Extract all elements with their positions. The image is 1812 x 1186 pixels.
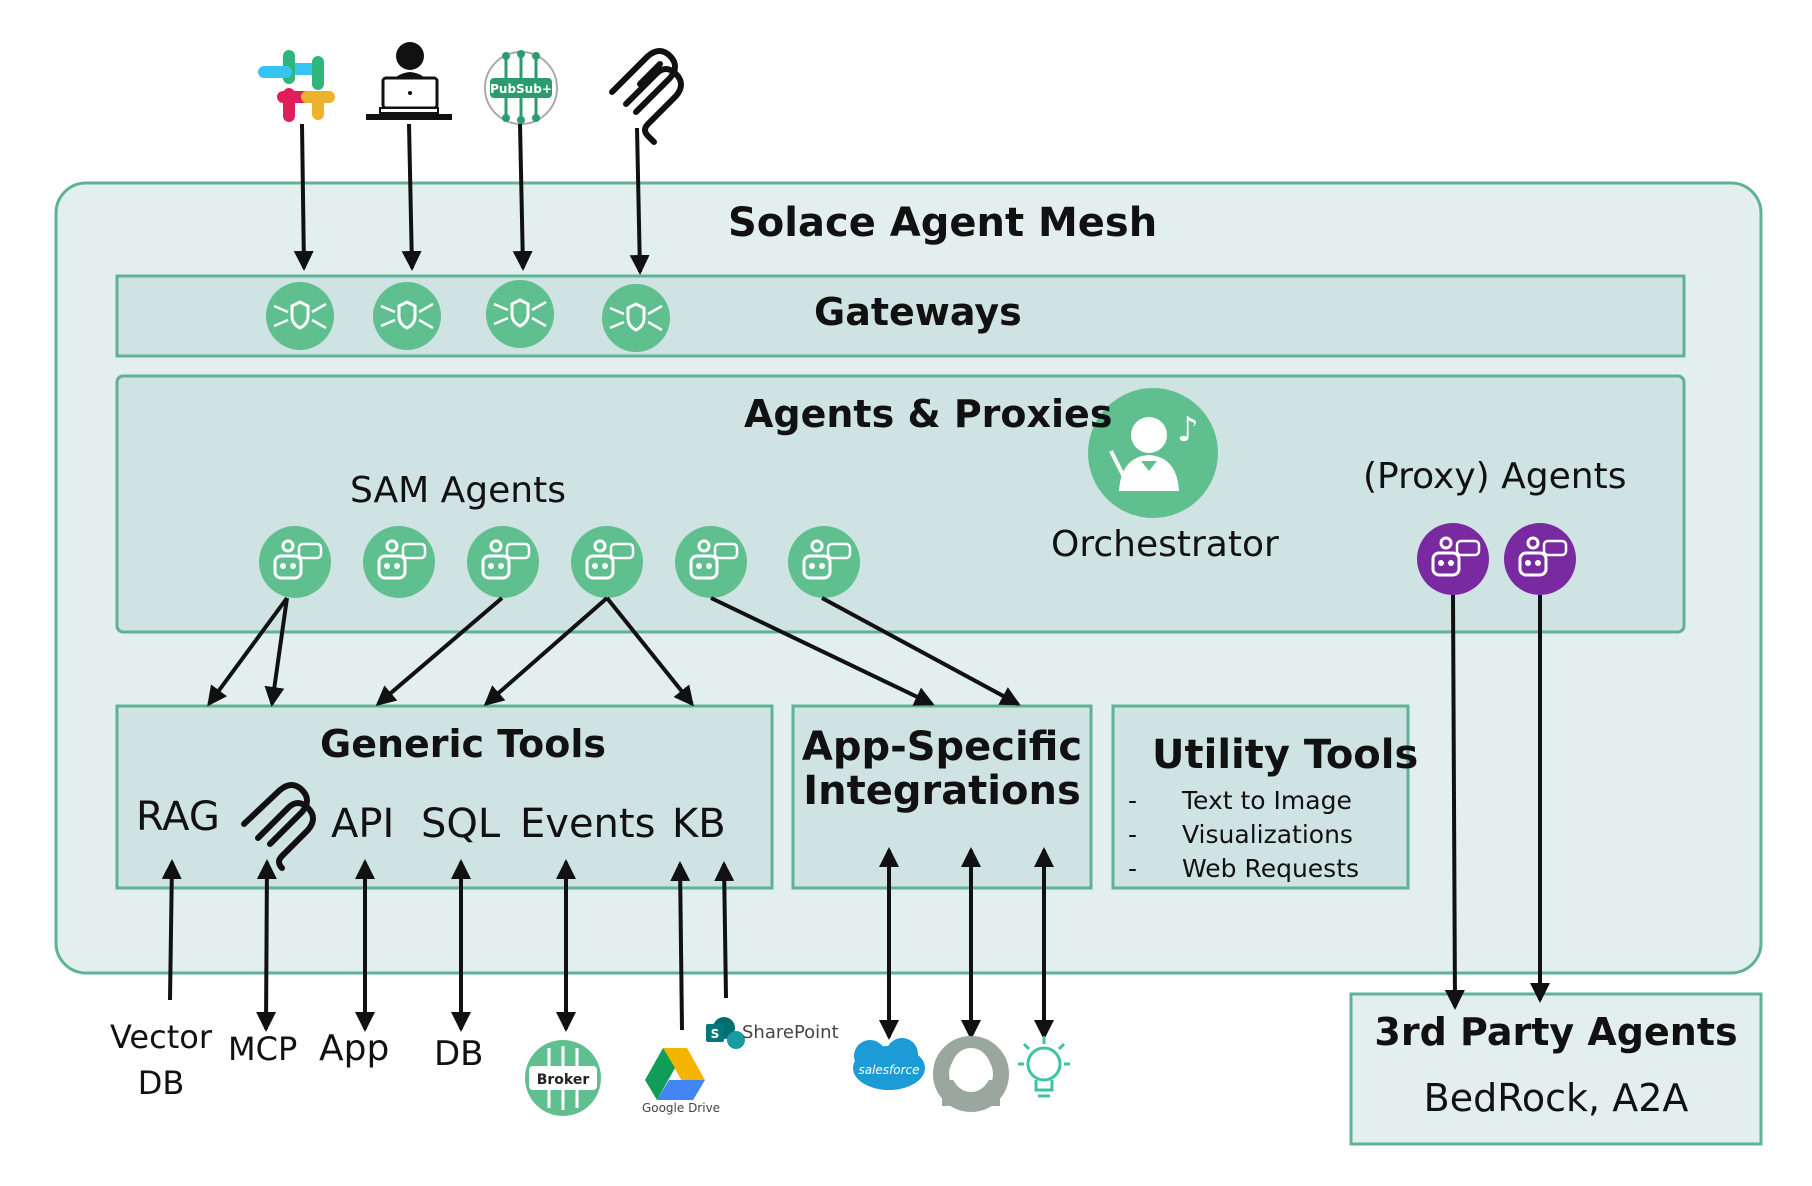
utility-bullet: - [1128, 820, 1138, 849]
ring-logo-icon [933, 1036, 1009, 1112]
broker-label: Broker [537, 1072, 590, 1088]
tool-data-arrows [161, 847, 1054, 1040]
gateway-icon [602, 284, 670, 352]
lightbulb-icon [1018, 1036, 1070, 1098]
gateway-icon [486, 280, 554, 348]
utility-item-text-to-image: Text to Image [1182, 786, 1352, 815]
broker-icon: Broker [525, 1040, 601, 1116]
db-label: DB [434, 1034, 484, 1074]
svg-text:♪: ♪ [1177, 410, 1199, 450]
tool-kb: KB [672, 801, 726, 847]
mcp-logo-icon [241, 782, 316, 871]
sam-agent-icon [675, 526, 747, 598]
app-specific-title-line1: App-Specific [801, 724, 1083, 770]
mesh-title: Solace Agent Mesh [728, 200, 1158, 246]
gateway-input-arrows [293, 123, 650, 275]
utility-bullet: - [1128, 854, 1138, 883]
sharepoint-label: SharePoint [742, 1022, 839, 1043]
salesforce-label: salesforce [858, 1063, 919, 1077]
sam-agent-icons [259, 526, 860, 598]
sam-agent-icon [467, 526, 539, 598]
third-party-title: 3rd Party Agents [1374, 1010, 1738, 1054]
utility-tools-panel [1111, 704, 1410, 890]
pubsub-icon: PubSub+ [484, 50, 558, 125]
app-label: App [319, 1028, 390, 1069]
mcp-label: MCP [228, 1030, 298, 1068]
google-drive-label: Google Drive [642, 1101, 720, 1115]
orchestrator-icon: ♪ [1088, 388, 1218, 518]
gateway-icon [266, 282, 334, 350]
vector-db-label-line1: Vector [110, 1018, 212, 1056]
sam-agents-label: SAM Agents [350, 470, 566, 511]
sam-agent-icon [571, 526, 643, 598]
sharepoint-icon: S [706, 1017, 745, 1049]
vector-db-label-line2: DB [137, 1064, 185, 1102]
slack-icon [258, 50, 335, 122]
tool-rag: RAG [136, 794, 220, 840]
sam-agent-icon [788, 526, 860, 598]
user-laptop-icon [366, 42, 452, 120]
agent-tool-arrows [207, 594, 1550, 1010]
utility-item-web-requests: Web Requests [1182, 854, 1360, 883]
google-drive-icon: Google Drive [642, 1048, 720, 1115]
utility-bullet: - [1128, 786, 1138, 815]
sam-agent-icon [363, 526, 435, 598]
gateways-title: Gateways [814, 290, 1022, 334]
generic-tools-title: Generic Tools [320, 722, 607, 766]
mcp-logo-top-icon [609, 48, 684, 145]
tool-sql: SQL [421, 801, 501, 847]
gateway-icons [266, 280, 670, 352]
pubsub-label: PubSub+ [490, 82, 552, 96]
utility-item-visualizations: Visualizations [1182, 820, 1353, 849]
proxy-agent-icon [1417, 523, 1489, 595]
tool-events: Events [520, 801, 656, 847]
third-party-subtitle: BedRock, A2A [1423, 1076, 1689, 1120]
generic-tools-panel [115, 704, 774, 890]
gateway-icon [373, 282, 441, 350]
utility-tools-title: Utility Tools [1152, 732, 1419, 778]
sam-agent-icon [259, 526, 331, 598]
third-party-agents-panel [1349, 992, 1763, 1146]
orchestrator-label: Orchestrator [1051, 524, 1279, 565]
tool-api: API [331, 801, 395, 847]
salesforce-icon: salesforce [853, 1038, 925, 1090]
agents-proxies-title: Agents & Proxies [744, 392, 1113, 436]
app-specific-title-line2: Integrations [803, 768, 1081, 814]
proxy-agent-icons [1417, 523, 1576, 595]
svg-text:S: S [711, 1027, 720, 1041]
proxy-agents-label: (Proxy) Agents [1363, 456, 1627, 497]
proxy-agent-icon [1504, 523, 1576, 595]
